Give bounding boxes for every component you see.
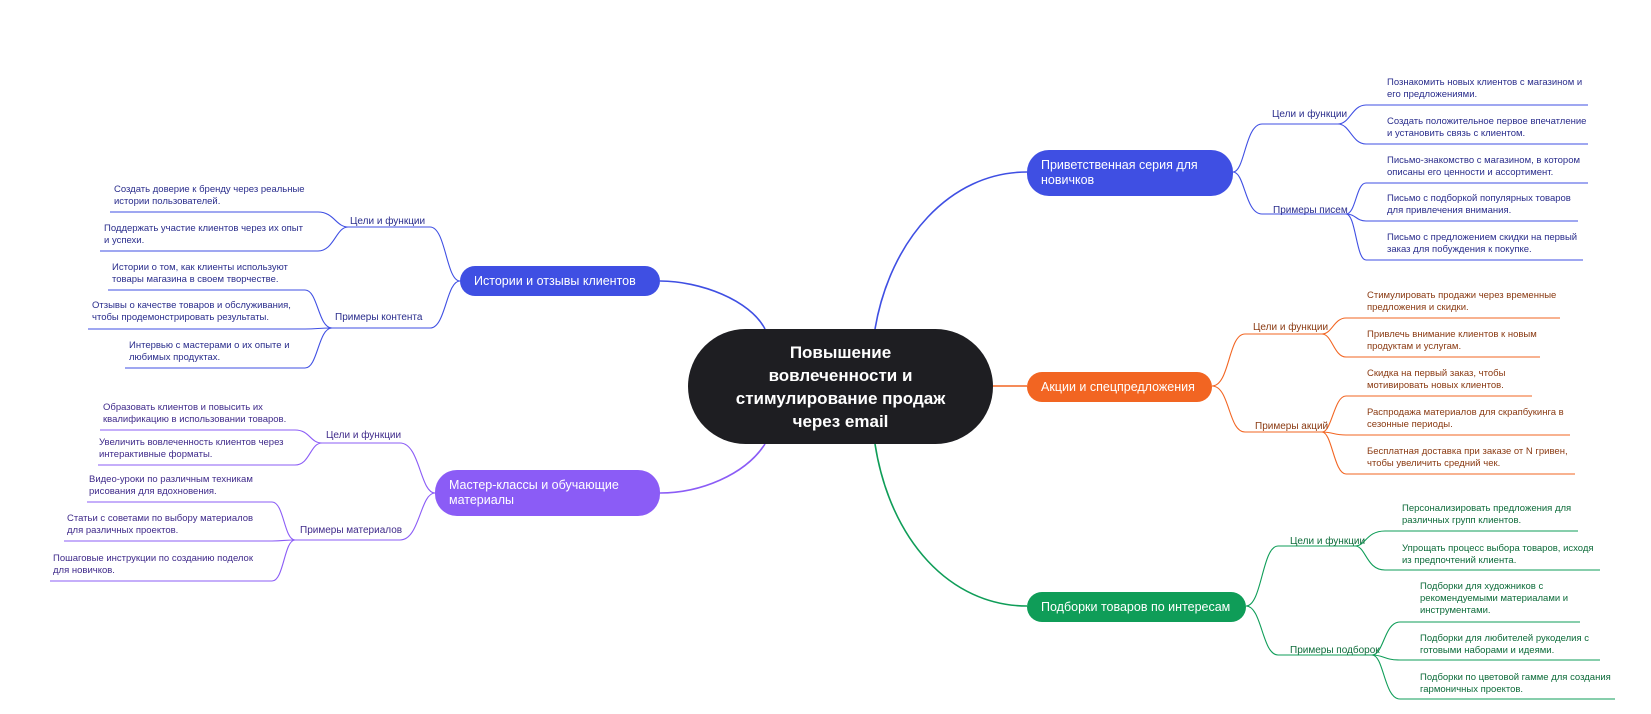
collections-goals-label[interactable]: Цели и функции [1290, 536, 1366, 547]
masterclass-goal-item[interactable]: Образовать клиентов и повысить их квалиф… [103, 402, 287, 425]
stories-examples-label[interactable]: Примеры контента [335, 312, 423, 323]
branch-welcome-label: Приветственная серия для новичков [1041, 158, 1198, 187]
welcome-example-item[interactable]: Письмо с подборкой популярных товаров дл… [1387, 193, 1571, 216]
connector-stories [659, 280, 766, 330]
welcome-goals-label[interactable]: Цели и функции [1272, 109, 1348, 120]
stories-example-item[interactable]: Интервью с мастерами о их опыте и любимы… [129, 340, 290, 363]
collections-example-item[interactable]: Подборки для художников с рекомендуемыми… [1420, 581, 1569, 616]
welcome-goal-item[interactable]: Познакомить новых клиентов с магазином и… [1387, 77, 1583, 100]
central-topic-text: Повышение вовлеченности и стимулирование… [735, 342, 946, 431]
stories-goal-item[interactable]: Создать доверие к бренду через реальные … [114, 184, 305, 207]
promo-example-item[interactable]: Распродажа материалов для скрапбукинга в… [1367, 407, 1564, 430]
branch-customer-stories-label: Истории и отзывы клиентов [474, 273, 636, 288]
masterclass-goal-item[interactable]: Увеличить вовлеченность клиентов через и… [99, 437, 284, 460]
welcome-example-item[interactable]: Письмо с предложением скидки на первый з… [1387, 232, 1578, 255]
branch-masterclasses[interactable]: Мастер-классы и обучающие материалы [435, 470, 660, 516]
masterclass-example-item[interactable]: Видео-уроки по различным техникам рисова… [89, 474, 253, 497]
branch-customer-stories[interactable]: Истории и отзывы клиентов [460, 266, 660, 296]
collections-example-item[interactable]: Подборки для любителей рукоделия с готов… [1420, 633, 1589, 656]
promo-example-item[interactable]: Бесплатная доставка при заказе от N грив… [1367, 446, 1568, 469]
stories-example-item[interactable]: Отзывы о качестве товаров и обслуживания… [92, 300, 291, 323]
masterclass-example-item[interactable]: Пошаговые инструкции по созданию поделок… [53, 553, 253, 576]
masterclass-examples-label[interactable]: Примеры материалов [300, 525, 403, 536]
connector-collections [874, 443, 1028, 607]
promo-goal-item[interactable]: Стимулировать продажи через временные пр… [1367, 290, 1557, 313]
promo-examples-label[interactable]: Примеры акций [1255, 421, 1329, 432]
stories-example-item[interactable]: Истории о том, как клиенты используют то… [112, 262, 288, 285]
masterclass-example-item[interactable]: Статьи с советами по выбору материалов д… [67, 513, 254, 536]
collections-examples-label[interactable]: Примеры подборок [1290, 645, 1380, 656]
stories-goals-label[interactable]: Цели и функции [350, 216, 426, 227]
welcome-example-item[interactable]: Письмо-знакомство с магазином, в котором… [1387, 155, 1581, 178]
masterclass-goals-label[interactable]: Цели и функции [326, 430, 402, 441]
branch-welcome-series[interactable]: Приветственная серия для новичков [1027, 150, 1233, 196]
branch-masterclasses-label: Мастер-классы и обучающие материалы [449, 478, 619, 507]
connector-masterclass [659, 443, 766, 494]
branch-promotions-label: Акции и спецпредложения [1041, 379, 1195, 394]
central-topic[interactable]: Повышение вовлеченности и стимулирование… [688, 329, 993, 444]
promo-goals-label[interactable]: Цели и функции [1253, 322, 1329, 333]
branch-collections-label: Подборки товаров по интересам [1041, 599, 1231, 614]
connector-welcome [874, 171, 1028, 330]
promo-goal-item[interactable]: Привлечь внимание клиентов к новым проду… [1367, 329, 1537, 352]
collections-goal-item[interactable]: Упрощать процесс выбора товаров, исходя … [1402, 543, 1594, 566]
branch-collections[interactable]: Подборки товаров по интересам [1027, 592, 1246, 622]
promo-example-item[interactable]: Скидка на первый заказ, чтобы мотивирова… [1367, 368, 1506, 391]
branch-promotions[interactable]: Акции и спецпредложения [1027, 372, 1212, 402]
collections-goal-item[interactable]: Персонализировать предложения для различ… [1402, 503, 1572, 526]
welcome-goal-item[interactable]: Создать положительное первое впечатление… [1387, 116, 1587, 139]
collections-example-item[interactable]: Подборки по цветовой гамме для создания … [1420, 672, 1611, 695]
stories-goal-item[interactable]: Поддержать участие клиентов через их опы… [104, 223, 303, 246]
welcome-examples-label[interactable]: Примеры писем [1273, 205, 1348, 216]
